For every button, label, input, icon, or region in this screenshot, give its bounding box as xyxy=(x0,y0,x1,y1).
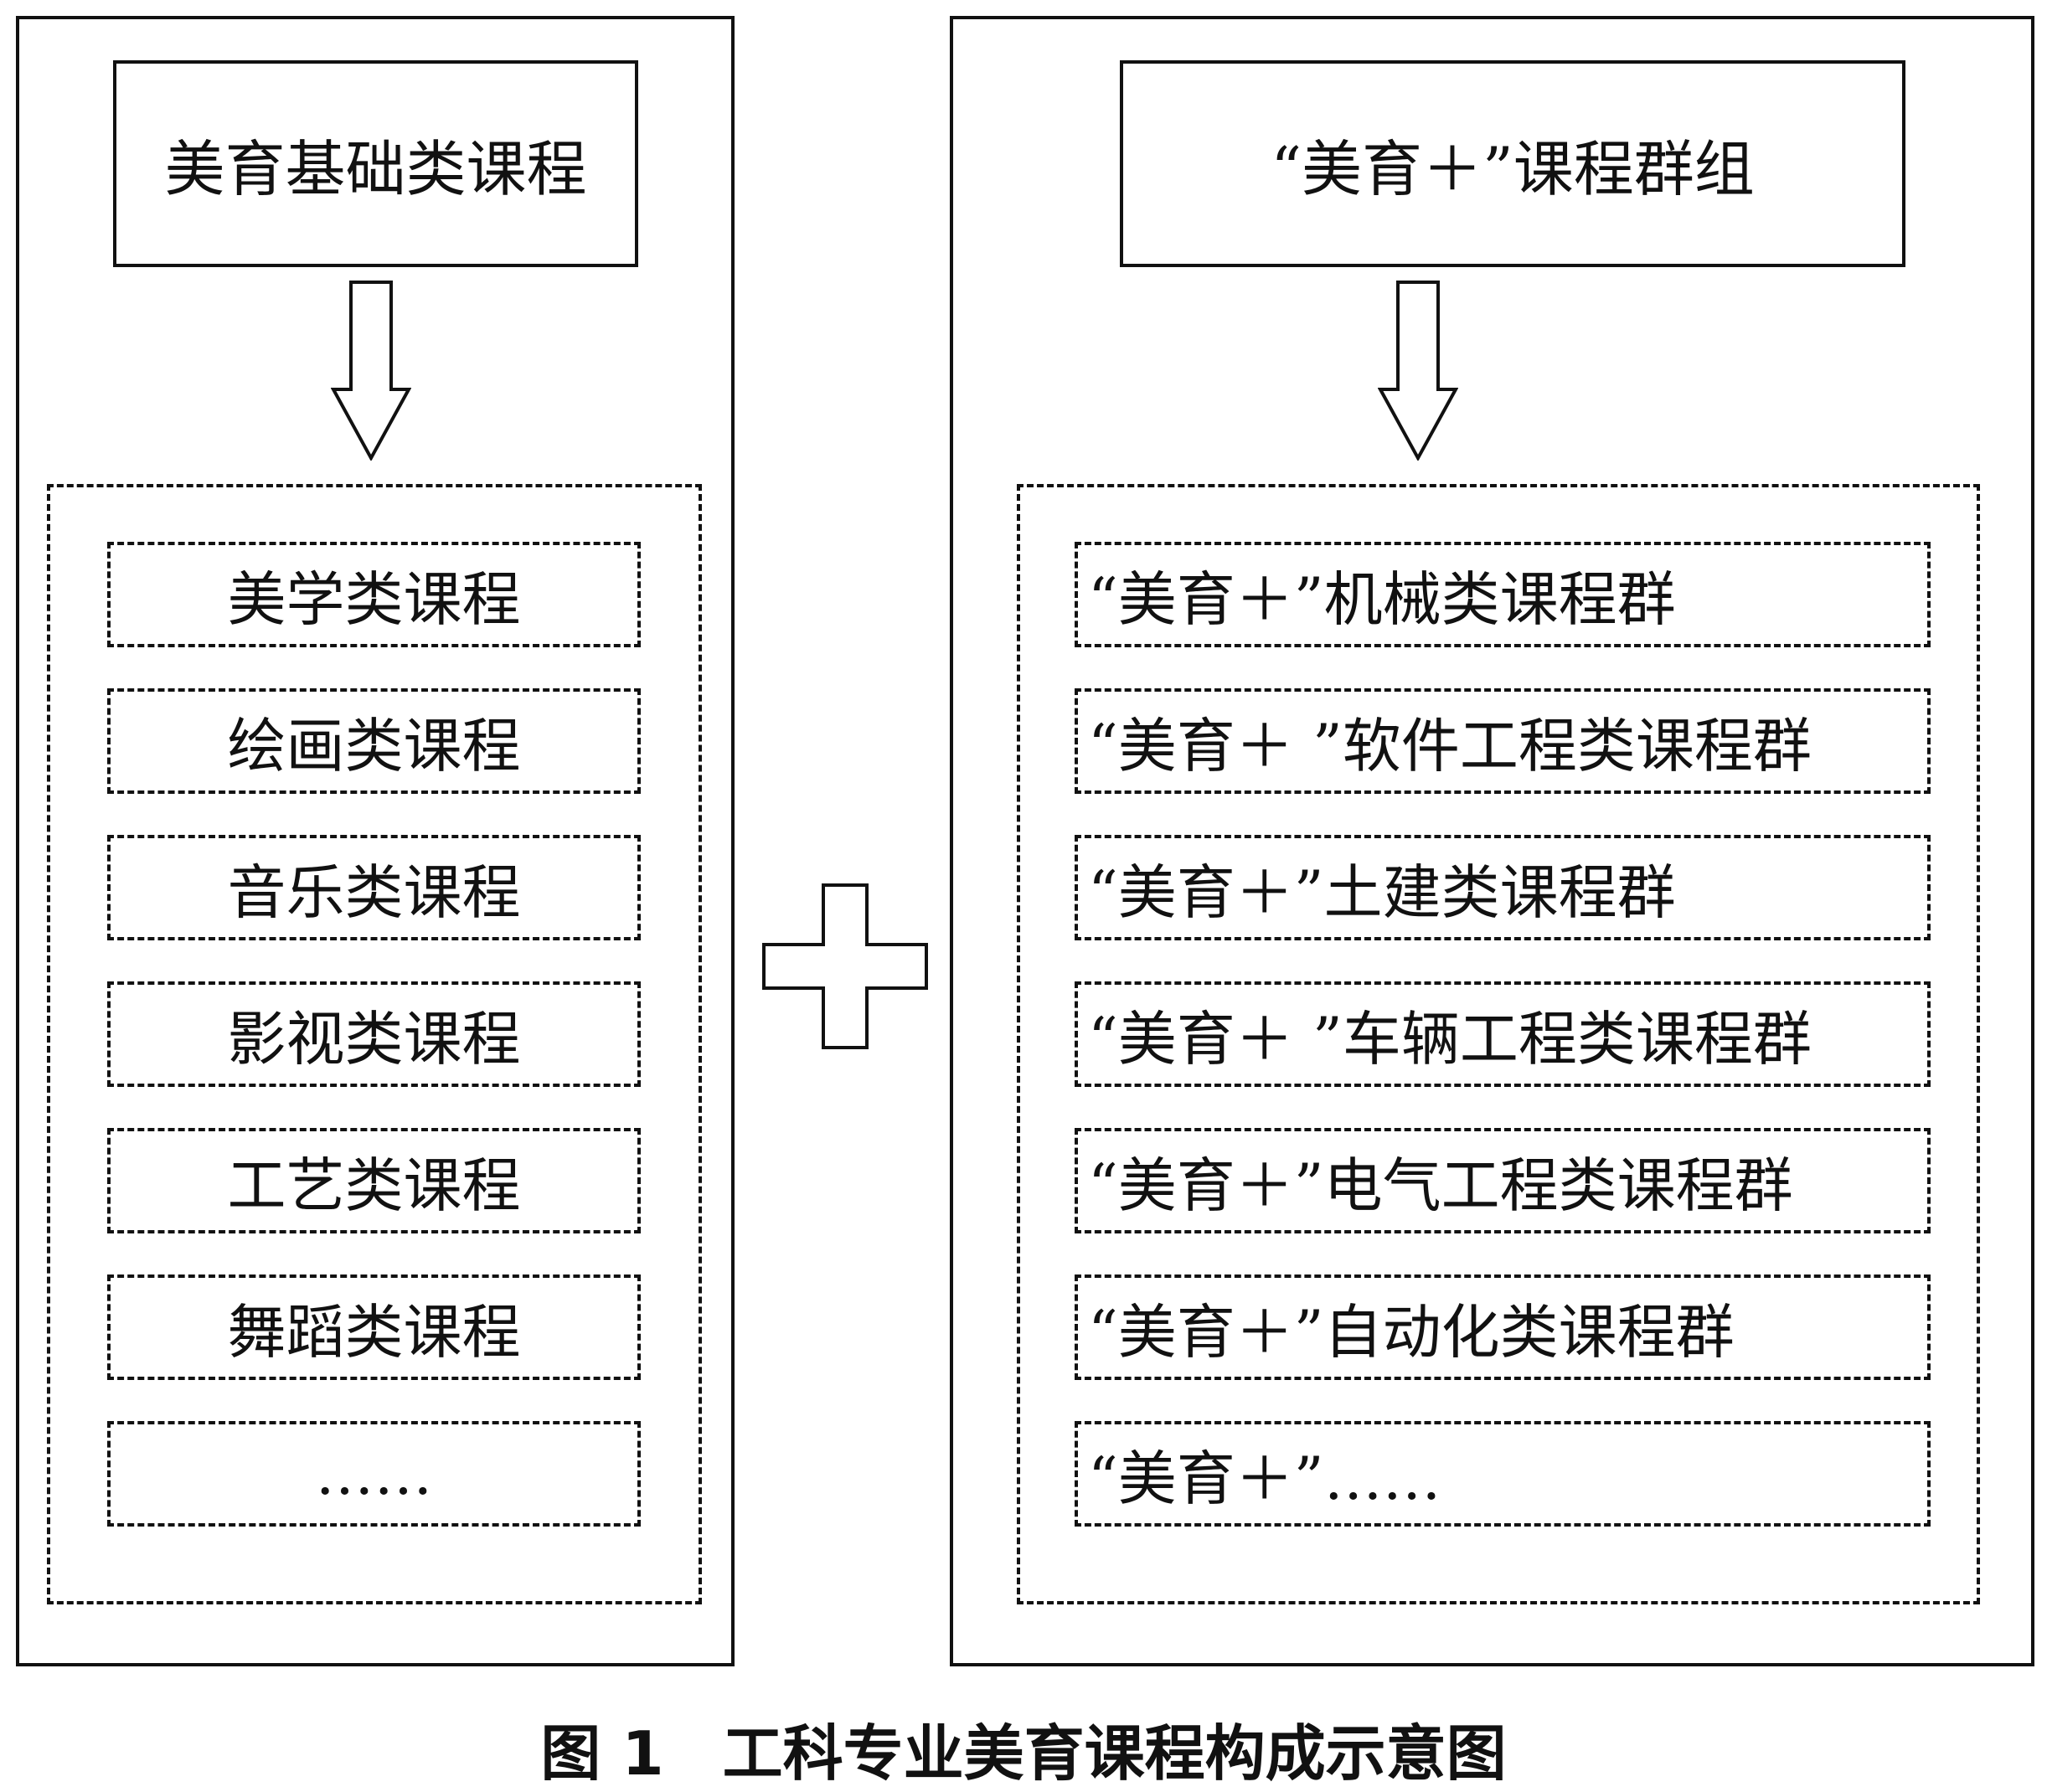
left-course-item: 绘画类课程 xyxy=(107,688,641,794)
right-course-group-item: “美育＋ ”软件工程类课程群 xyxy=(1075,688,1931,794)
down-arrow-icon xyxy=(331,281,411,461)
left-course-item: 工艺类课程 xyxy=(107,1128,641,1233)
left-course-item: 音乐类课程 xyxy=(107,835,641,940)
left-course-item: 舞蹈类课程 xyxy=(107,1274,641,1380)
right-course-group-item: “美育＋”电气工程类课程群 xyxy=(1075,1128,1931,1233)
plus-icon xyxy=(762,883,928,1049)
left-panel xyxy=(16,16,735,1666)
left-panel-header: 美育基础类课程 xyxy=(113,60,638,267)
right-course-group-item: “美育＋”土建类课程群 xyxy=(1075,835,1931,940)
right-panel xyxy=(950,16,2034,1666)
right-course-group-item: “美育＋”自动化类课程群 xyxy=(1075,1274,1931,1380)
right-course-group-list xyxy=(1017,484,1980,1604)
right-panel-header: “美育＋”课程群组 xyxy=(1120,60,1905,267)
right-course-group-item: “美育＋”机械类课程群 xyxy=(1075,542,1931,647)
right-course-group-item: “美育＋ ”车辆工程类课程群 xyxy=(1075,981,1931,1087)
down-arrow-icon xyxy=(1378,281,1458,461)
right-course-group-item: “美育＋”…… xyxy=(1075,1421,1931,1527)
left-course-item: …… xyxy=(107,1421,641,1527)
left-course-item: 影视类课程 xyxy=(107,981,641,1087)
left-course-list xyxy=(47,484,702,1604)
figure-number: 图 1 xyxy=(540,1718,664,1789)
figure-caption: 图 1 工科专业美育课程构成示意图 xyxy=(0,1704,2047,1792)
figure-title: 工科专业美育课程构成示意图 xyxy=(722,1718,1507,1789)
left-course-item: 美学类课程 xyxy=(107,542,641,647)
